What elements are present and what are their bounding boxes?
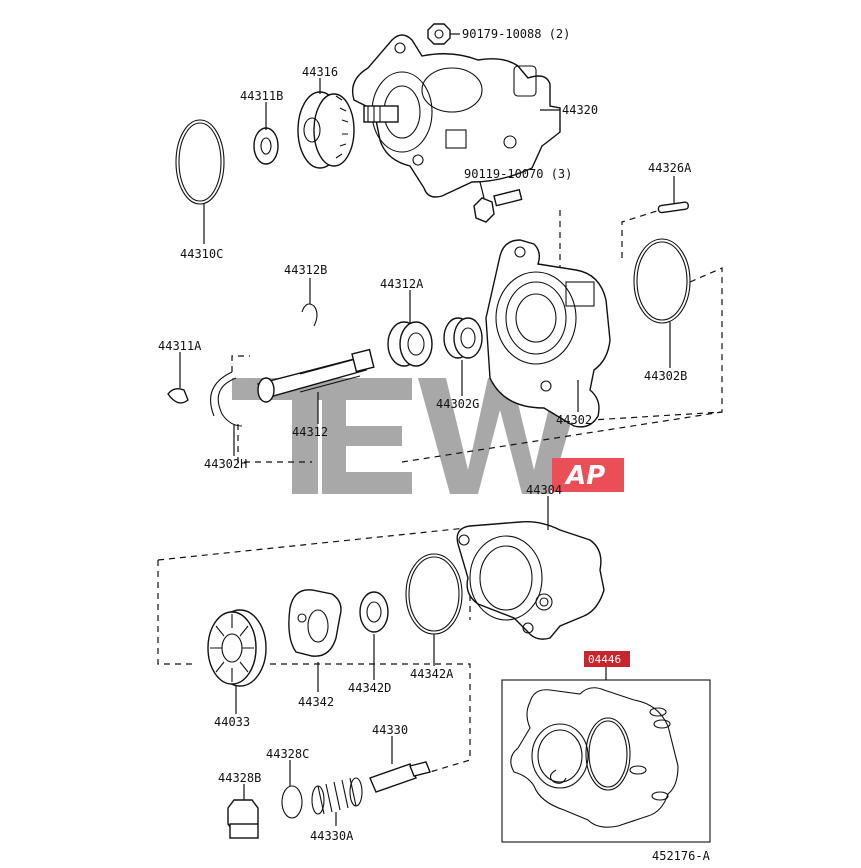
o-ring-44310C (175, 119, 225, 205)
label-44311A: 44311A (158, 339, 202, 353)
o-ring-44342A (405, 553, 463, 635)
label-44302B: 44302B (644, 369, 687, 383)
watermark-badge: AP (564, 461, 605, 491)
valve-44330 (369, 761, 431, 793)
bolt-90179 (427, 23, 451, 45)
pump-housing-44302 (485, 239, 611, 428)
nut-44311B (253, 127, 279, 165)
kit-badge-label: 04446 (588, 653, 621, 666)
label-44312A: 44312A (380, 277, 424, 291)
o-ring-44328C (281, 785, 303, 819)
diagram-id: 452176-A (652, 849, 711, 863)
seal-44302G (443, 317, 483, 359)
label-44330A: 44330A (310, 829, 354, 843)
kit-badge (584, 651, 630, 667)
label-90179-10088: 90179-10088 (2) (462, 27, 570, 41)
label-44328C: 44328C (266, 747, 309, 761)
assembly-guide-lines (157, 209, 723, 773)
part-labels: 90179-10088 (2) 44316 44311B 44320 44310… (158, 27, 692, 843)
cover-44304 (456, 520, 605, 640)
shaft-44312 (256, 348, 375, 403)
label-44326A: 44326A (648, 161, 692, 175)
label-44342D: 44342D (348, 681, 391, 695)
bearing-44312A (387, 321, 433, 367)
seal-kit-box: 04446 (501, 651, 711, 843)
label-90119-10070: 90119-10070 (3) (464, 167, 572, 181)
leader-lines (179, 33, 675, 826)
label-44312B: 44312B (284, 263, 327, 277)
label-44304: 44304 (526, 483, 562, 497)
label-44316: 44316 (302, 65, 338, 79)
key-44311A (167, 387, 189, 404)
label-44302H: 44302H (204, 457, 247, 471)
kit-frame (501, 679, 711, 843)
label-44302G: 44302G (436, 397, 479, 411)
spring-44330A (311, 777, 363, 815)
label-44320: 44320 (562, 103, 598, 117)
label-44033: 44033 (214, 715, 250, 729)
bolt-90119 (473, 188, 523, 223)
label-44302: 44302 (556, 413, 592, 427)
snap-ring-44312B (301, 303, 318, 327)
label-44342A: 44342A (410, 667, 454, 681)
pin-44326A (657, 201, 689, 214)
plug-44328B (227, 799, 259, 839)
label-44342: 44342 (298, 695, 334, 709)
label-44311B: 44311B (240, 89, 283, 103)
label-44328B: 44328B (218, 771, 261, 785)
gear-44316 (297, 91, 355, 169)
o-ring-44302B (633, 238, 691, 324)
label-44310C: 44310C (180, 247, 223, 261)
valve-44342D (359, 591, 389, 633)
kit-housing-illustration (510, 687, 679, 828)
cam-ring-44342 (288, 589, 342, 657)
rotor-44033 (207, 609, 267, 687)
label-44312: 44312 (292, 425, 328, 439)
circlip-44302H (210, 371, 243, 427)
power-steering-pump-assembly (351, 34, 561, 198)
watermark-logo: AP (232, 378, 624, 494)
label-44330: 44330 (372, 723, 408, 737)
